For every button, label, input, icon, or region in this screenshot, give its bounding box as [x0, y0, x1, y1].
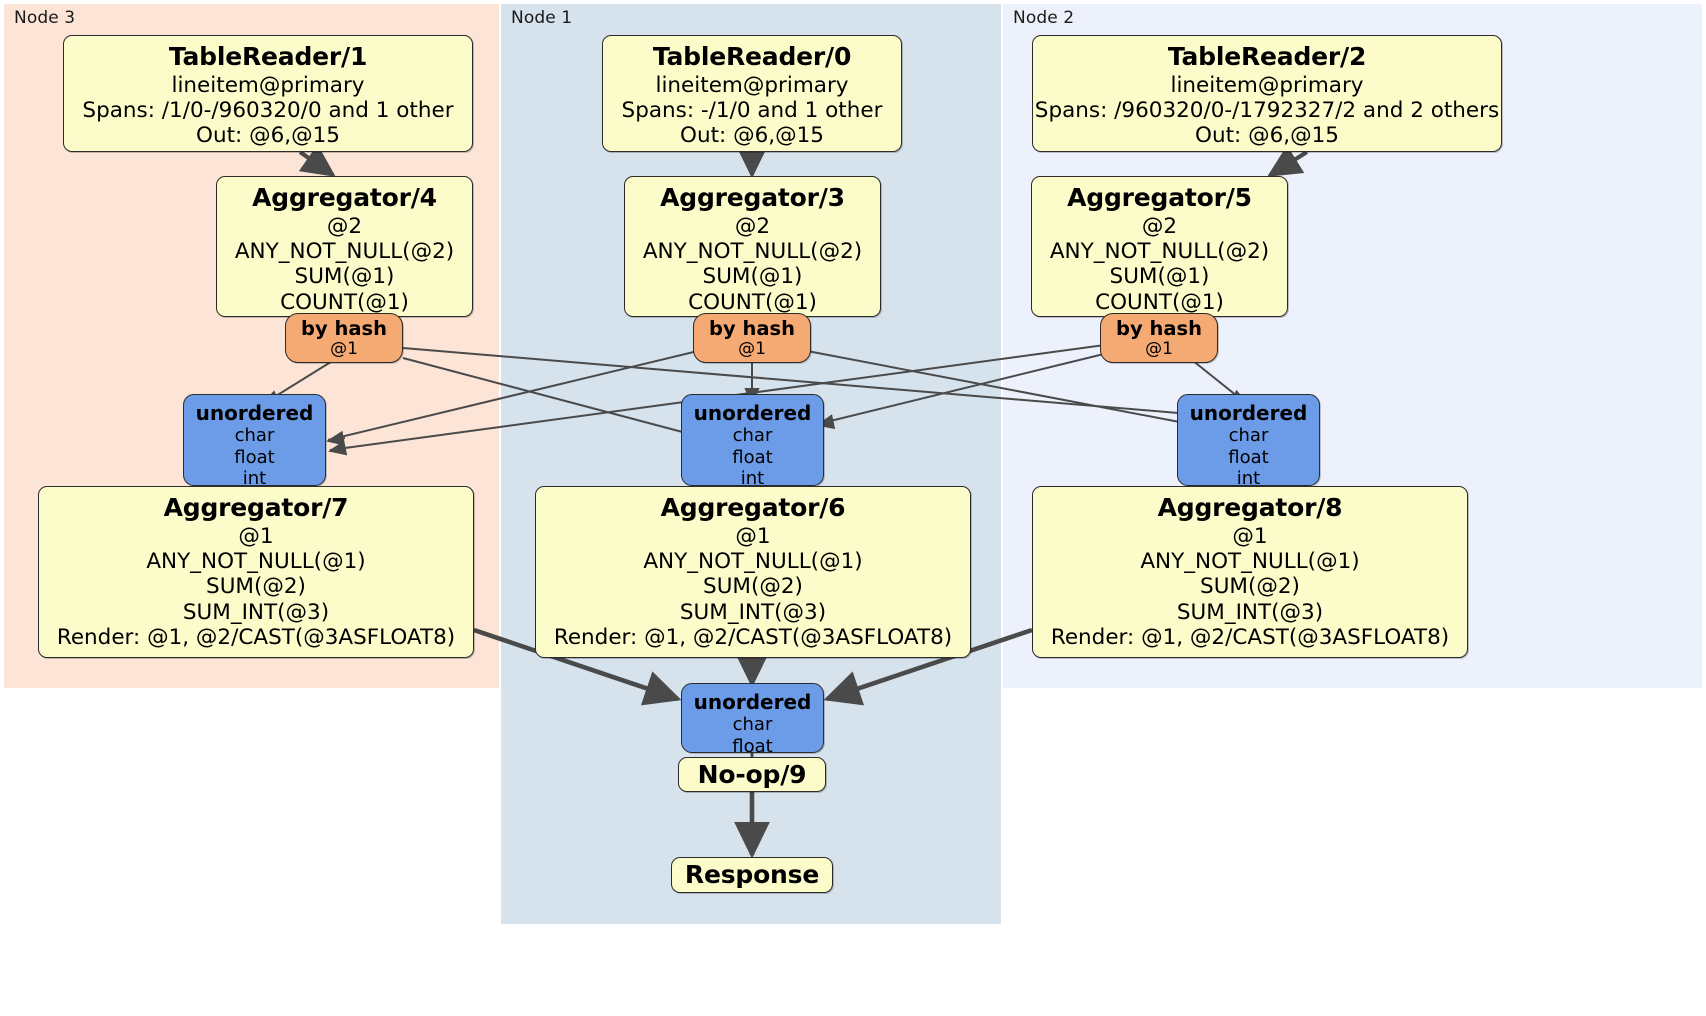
- processor-title: Aggregator/7: [163, 493, 349, 522]
- router-title: by hash: [301, 317, 387, 340]
- processor-line: @1: [735, 523, 771, 549]
- processor-line: SUM(@1): [1109, 264, 1210, 290]
- processor-line: Render: @1, @2/CAST(@3ASFLOAT8): [553, 624, 953, 650]
- sync-title: unordered: [195, 401, 314, 425]
- sync-line: int: [740, 468, 765, 490]
- processor-line: COUNT(@1): [688, 289, 817, 315]
- processor-title: Aggregator/8: [1157, 493, 1343, 522]
- synchronizer-unordered-8[interactable]: unordered char float int: [1177, 394, 1320, 489]
- processor-line: Render: @1, @2/CAST(@3ASFLOAT8): [1050, 624, 1450, 650]
- sync-title: unordered: [693, 401, 812, 425]
- processor-line: @2: [326, 213, 363, 239]
- processor-title: Aggregator/4: [252, 183, 437, 212]
- processor-line: @2: [734, 213, 771, 239]
- processor-line: ANY_NOT_NULL(@2): [642, 238, 863, 264]
- sync-line: char: [1228, 425, 1269, 446]
- processor-line: @2: [1141, 213, 1178, 239]
- processor-title: TableReader/2: [1167, 42, 1367, 71]
- processor-line: SUM(@1): [294, 264, 395, 290]
- processor-line: ANY_NOT_NULL(@2): [1049, 238, 1270, 264]
- sync-line: int: [242, 468, 267, 490]
- processor-line: Spans: -/1/0 and 1 other: [621, 97, 883, 123]
- processor-title: Aggregator/5: [1067, 183, 1252, 212]
- processor-title: Response: [684, 860, 820, 889]
- processor-line: lineitem@primary: [1170, 72, 1364, 98]
- processor-tablereader-1[interactable]: TableReader/1 lineitem@primary Spans: /1…: [63, 35, 473, 152]
- processor-aggregator-3[interactable]: Aggregator/3 @2 ANY_NOT_NULL(@2) SUM(@1)…: [624, 176, 881, 317]
- synchronizer-unordered-final[interactable]: unordered char float: [681, 683, 824, 757]
- processor-title: TableReader/0: [652, 42, 852, 71]
- processor-line: ANY_NOT_NULL(@2): [234, 238, 455, 264]
- processor-line: SUM(@2): [206, 574, 306, 600]
- router-line: @1: [330, 339, 358, 359]
- router-title: by hash: [1116, 317, 1202, 340]
- processor-line: SUM_INT(@3): [182, 599, 330, 625]
- router-title: by hash: [709, 317, 795, 340]
- sync-line: float: [732, 735, 773, 757]
- processor-title: No-op/9: [697, 760, 807, 789]
- processor-line: ANY_NOT_NULL(@1): [146, 548, 366, 574]
- processor-line: lineitem@primary: [171, 72, 365, 98]
- processor-tablereader-2[interactable]: TableReader/2 lineitem@primary Spans: /9…: [1032, 35, 1502, 152]
- sync-line: float: [732, 446, 773, 468]
- processor-line: @1: [1232, 523, 1268, 549]
- synchronizer-unordered-6[interactable]: unordered char float int: [681, 394, 824, 489]
- synchronizer-unordered-7[interactable]: unordered char float int: [183, 394, 326, 489]
- router-line: @1: [1145, 339, 1173, 359]
- router-by-hash-3[interactable]: by hash @1: [693, 313, 811, 363]
- processor-aggregator-7[interactable]: Aggregator/7 @1 ANY_NOT_NULL(@1) SUM(@2)…: [38, 486, 474, 658]
- processor-aggregator-5[interactable]: Aggregator/5 @2 ANY_NOT_NULL(@2) SUM(@1)…: [1031, 176, 1288, 317]
- processor-line: COUNT(@1): [280, 289, 409, 315]
- router-by-hash-4[interactable]: by hash @1: [285, 313, 403, 363]
- sync-line: float: [234, 446, 275, 468]
- sync-title: unordered: [1189, 401, 1308, 425]
- processor-title: TableReader/1: [168, 42, 368, 71]
- processor-tablereader-0[interactable]: TableReader/0 lineitem@primary Spans: -/…: [602, 35, 902, 152]
- processor-line: Render: @1, @2/CAST(@3ASFLOAT8): [56, 624, 456, 650]
- sync-line: char: [234, 425, 275, 446]
- processor-line: COUNT(@1): [1095, 289, 1224, 315]
- processor-line: Spans: /1/0-/960320/0 and 1 other: [82, 97, 454, 123]
- processor-line: lineitem@primary: [655, 72, 849, 98]
- processor-line: ANY_NOT_NULL(@1): [1140, 548, 1360, 574]
- processor-aggregator-4[interactable]: Aggregator/4 @2 ANY_NOT_NULL(@2) SUM(@1)…: [216, 176, 473, 317]
- processor-aggregator-6[interactable]: Aggregator/6 @1 ANY_NOT_NULL(@1) SUM(@2)…: [535, 486, 971, 658]
- processor-aggregator-8[interactable]: Aggregator/8 @1 ANY_NOT_NULL(@1) SUM(@2)…: [1032, 486, 1468, 658]
- processor-response[interactable]: Response: [671, 857, 833, 893]
- sync-line: float: [1228, 446, 1269, 468]
- panel-node-2-label: Node 2: [1013, 8, 1075, 28]
- panel-node-3-label: Node 3: [14, 8, 76, 28]
- processor-title: Aggregator/6: [660, 493, 846, 522]
- processor-line: Spans: /960320/0-/1792327/2 and 2 others: [1034, 97, 1500, 123]
- processor-line: Out: @6,@15: [680, 123, 824, 149]
- processor-line: SUM_INT(@3): [1176, 599, 1324, 625]
- panel-node-1-label: Node 1: [511, 8, 573, 28]
- processor-title: Aggregator/3: [660, 183, 845, 212]
- processor-line: Out: @6,@15: [196, 123, 340, 149]
- sync-line: char: [732, 714, 773, 735]
- sync-title: unordered: [693, 690, 812, 714]
- processor-line: SUM(@2): [1200, 574, 1300, 600]
- processor-line: SUM_INT(@3): [679, 599, 827, 625]
- router-line: @1: [738, 339, 766, 359]
- sync-line: char: [732, 425, 773, 446]
- processor-line: @1: [238, 523, 274, 549]
- processor-line: ANY_NOT_NULL(@1): [643, 548, 863, 574]
- processor-line: SUM(@1): [702, 264, 803, 290]
- processor-noop-9[interactable]: No-op/9: [678, 757, 826, 792]
- sync-line: int: [1236, 468, 1261, 490]
- router-by-hash-5[interactable]: by hash @1: [1100, 313, 1218, 363]
- processor-line: Out: @6,@15: [1195, 123, 1339, 149]
- processor-line: SUM(@2): [703, 574, 803, 600]
